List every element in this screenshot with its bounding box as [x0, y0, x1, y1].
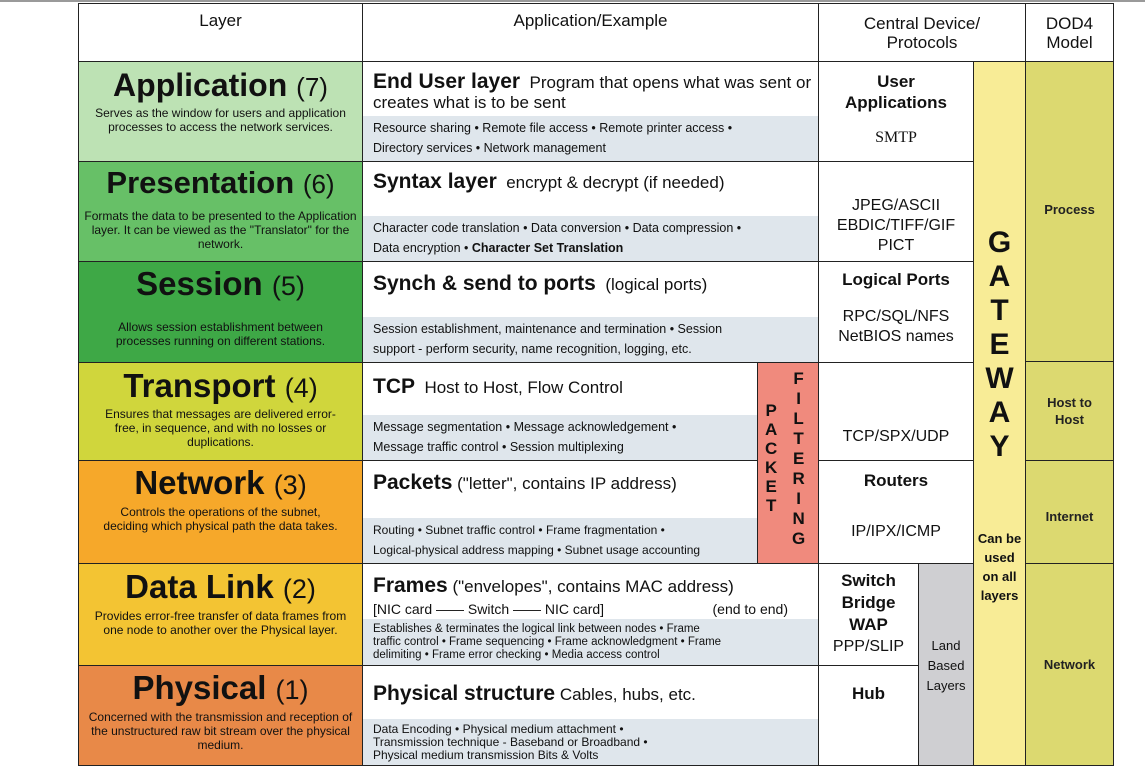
layer-presentation-title: Presentation (6)	[106, 165, 335, 200]
layer-session-desc: Allows session establishment between pro…	[115, 320, 326, 348]
layer-network: Network (3) Controls the operations of t…	[78, 460, 363, 564]
dod-host-to-host: Host to Host	[1025, 361, 1114, 461]
packet-letter: K	[765, 458, 778, 477]
layer-presentation: Presentation (6) Formats the data to be …	[78, 161, 363, 262]
layer-physical-title: Physical (1)	[132, 669, 309, 706]
header-dod4: DOD4 Model	[1025, 3, 1114, 62]
layer-datalink-title: Data Link (2)	[125, 568, 316, 605]
header-central-device: Central Device/ Protocols	[818, 3, 1026, 62]
layer-network-title: Network (3)	[134, 464, 307, 501]
app-presentation-sub: Character code translation • Data conver…	[363, 216, 818, 261]
packet-letter: T	[765, 496, 777, 515]
app-datalink-detail: [NIC card —— Switch —— NIC card](end to …	[373, 601, 788, 617]
app-presentation: Syntax layer encrypt & decrypt (if neede…	[362, 161, 819, 262]
layer-application-title: Application (7)	[113, 67, 328, 103]
filtering-letter: N	[792, 509, 805, 528]
app-session-main: Synch & send to ports (logical ports)	[373, 272, 708, 295]
dod-process: Process	[1025, 61, 1114, 362]
layer-application: Application (7) Serves as the window for…	[78, 61, 363, 162]
filtering-letter: I	[796, 389, 801, 408]
layer-network-desc: Controls the operations of the subnet, d…	[103, 505, 338, 533]
dod-network: Network	[1025, 563, 1114, 766]
land-based-layers: Land Based Layers	[918, 563, 974, 766]
gateway-letter: E	[989, 328, 1010, 361]
gateway-letter: A	[988, 396, 1011, 429]
app-network: Packets ("letter", contains IP address) …	[362, 460, 758, 564]
header-application-label: Application/Example	[513, 11, 668, 30]
layer-session: Session (5) Allows session establishment…	[78, 261, 363, 363]
gateway-letter: Y	[989, 430, 1010, 463]
app-session-sub: Session establishment, maintenance and t…	[363, 317, 818, 362]
layer-transport-desc: Ensures that messages are delivered erro…	[105, 407, 336, 449]
header-central-line1: Central Device/	[863, 13, 981, 33]
packet-letter: C	[765, 439, 778, 458]
device-transport: TCP/SPX/UDP	[818, 362, 974, 461]
layer-session-title: Session (5)	[136, 265, 305, 302]
header-central-line2: Protocols	[886, 32, 958, 52]
app-application-main: End User layer Program that opens what w…	[373, 70, 812, 112]
app-datalink: Frames ("envelopes", contains MAC addres…	[362, 563, 819, 666]
app-physical-main: Physical structure Cables, hubs, etc.	[373, 682, 696, 705]
app-datalink-sub: Establishes & terminates the logical lin…	[363, 619, 818, 665]
header-dod-line1: DOD4	[1045, 13, 1094, 33]
gateway-letter: A	[988, 260, 1011, 293]
app-transport-sub: Message segmentation • Message acknowled…	[363, 415, 757, 460]
layer-presentation-desc: Formats the data to be presented to the …	[84, 209, 357, 251]
device-presentation: JPEG/ASCII EBDIC/TIFF/GIF PICT	[818, 161, 974, 262]
layer-datalink: Data Link (2) Provides error-free transf…	[78, 563, 363, 666]
filtering-letter: R	[792, 469, 805, 488]
app-application-sub: Resource sharing • Remote file access • …	[363, 116, 818, 161]
device-application: User Applications SMTP	[818, 61, 974, 162]
layer-physical: Physical (1) Concerned with the transmis…	[78, 665, 363, 766]
app-transport-main: TCP Host to Host, Flow Control	[373, 375, 623, 398]
filtering-letter: F	[793, 369, 804, 388]
gateway-letter: W	[985, 362, 1014, 395]
app-transport: TCP Host to Host, Flow Control Message s…	[362, 362, 758, 461]
device-session: Logical Ports RPC/SQL/NFS NetBIOS names	[818, 261, 974, 363]
packet-letter: E	[765, 477, 777, 496]
filtering-letter: G	[792, 529, 806, 548]
header-layer: Layer	[78, 3, 363, 62]
header-layer-label: Layer	[199, 11, 242, 30]
layer-transport-title: Transport (4)	[123, 367, 318, 404]
app-network-sub: Routing • Subnet traffic control • Frame…	[363, 518, 757, 563]
filtering-letter: I	[796, 489, 801, 508]
app-session: Synch & send to ports (logical ports) Se…	[362, 261, 819, 363]
app-physical-sub: Data Encoding • Physical medium attachme…	[363, 719, 818, 765]
packet-letter: A	[765, 420, 778, 439]
device-physical: Hub	[818, 665, 919, 766]
gateway-note: Can be used on all layers	[977, 531, 1022, 603]
filtering-letter: L	[793, 409, 804, 428]
app-presentation-main: Syntax layer encrypt & decrypt (if neede…	[373, 170, 725, 193]
app-application: End User layer Program that opens what w…	[362, 61, 819, 162]
filtering-letter: E	[792, 449, 805, 468]
top-divider	[0, 0, 1145, 2]
layer-datalink-desc: Provides error-free transfer of data fra…	[94, 609, 347, 637]
device-datalink: Switch Bridge WAP PPP/SLIP	[818, 563, 919, 666]
app-datalink-main: Frames ("envelopes", contains MAC addres…	[373, 574, 734, 597]
app-physical: Physical structure Cables, hubs, etc. Da…	[362, 665, 819, 766]
device-network: Routers IP/IPX/ICMP	[818, 460, 974, 564]
header-application: Application/Example	[362, 3, 819, 62]
layer-physical-desc: Concerned with the transmission and rece…	[88, 710, 353, 752]
gateway-letter: T	[990, 294, 1009, 327]
layer-transport: Transport (4) Ensures that messages are …	[78, 362, 363, 461]
layer-application-desc: Serves as the window for users and appli…	[95, 106, 346, 134]
protocol-smtp: SMTP	[875, 129, 917, 146]
app-network-main: Packets ("letter", contains IP address)	[373, 471, 677, 494]
packet-letter: P	[765, 401, 777, 420]
gateway-letter: G	[987, 226, 1012, 259]
dod-internet: Internet	[1025, 460, 1114, 564]
header-dod-line2: Model	[1046, 32, 1093, 52]
filtering-letter: T	[793, 429, 804, 448]
